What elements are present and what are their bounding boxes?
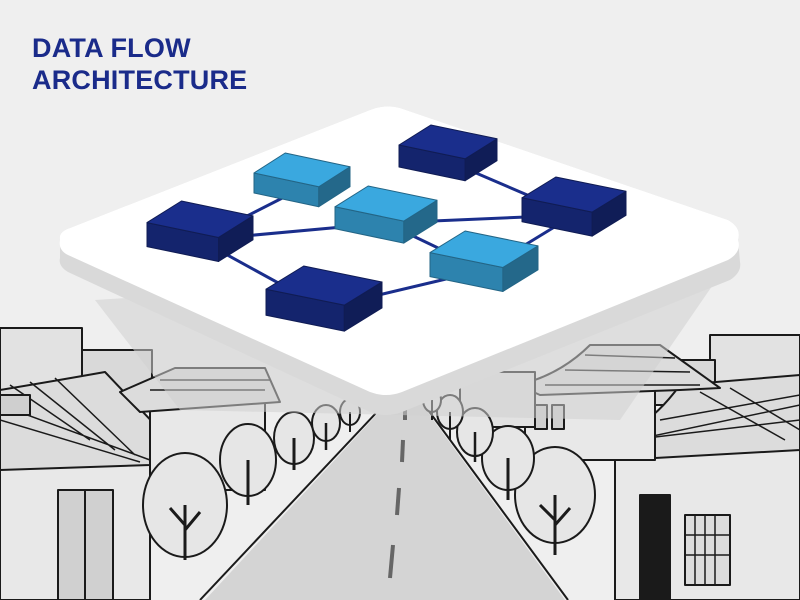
trees-left (142, 398, 361, 560)
data-block-b6 (429, 230, 539, 292)
data-blocks (146, 124, 627, 332)
block-top-face (265, 265, 383, 306)
lane-dash (395, 487, 401, 516)
tree (142, 452, 228, 560)
block-top-face (334, 185, 438, 222)
lane-dash (400, 439, 405, 463)
lane-dash (388, 544, 395, 579)
roof-gable (0, 394, 31, 416)
diagram-title: DATA FLOW ARCHITECTURE (32, 32, 247, 96)
left-hanok-house (0, 371, 186, 600)
right-hanok-house (591, 374, 800, 600)
data-block-b1 (253, 152, 351, 208)
road (199, 394, 569, 600)
tree (273, 411, 315, 470)
data-block-b7 (265, 265, 383, 332)
right-roof-tiles (609, 387, 800, 446)
road-edge-right (416, 394, 569, 600)
block-top-face (146, 200, 254, 238)
block-top-face (398, 124, 498, 160)
platform-top (59, 106, 739, 396)
data-block-b5 (521, 176, 627, 237)
tree (219, 423, 277, 505)
road-surface (205, 395, 565, 600)
data-block-b2 (398, 124, 498, 182)
data-block-b4 (334, 185, 438, 244)
roof-tiles (0, 377, 151, 463)
tree (481, 425, 535, 500)
road-edge-left (199, 394, 394, 600)
title-line-2: ARCHITECTURE (32, 65, 248, 95)
block-top-face (253, 152, 351, 188)
tree (311, 404, 341, 450)
block-top-face (521, 176, 627, 213)
right-house-window (684, 514, 731, 586)
right-house-door (639, 494, 671, 600)
title-line-1: DATA FLOW (32, 33, 191, 63)
data-block-b3 (146, 200, 254, 262)
block-top-face (429, 230, 539, 268)
tree (514, 446, 596, 555)
window-lattice (685, 515, 730, 585)
